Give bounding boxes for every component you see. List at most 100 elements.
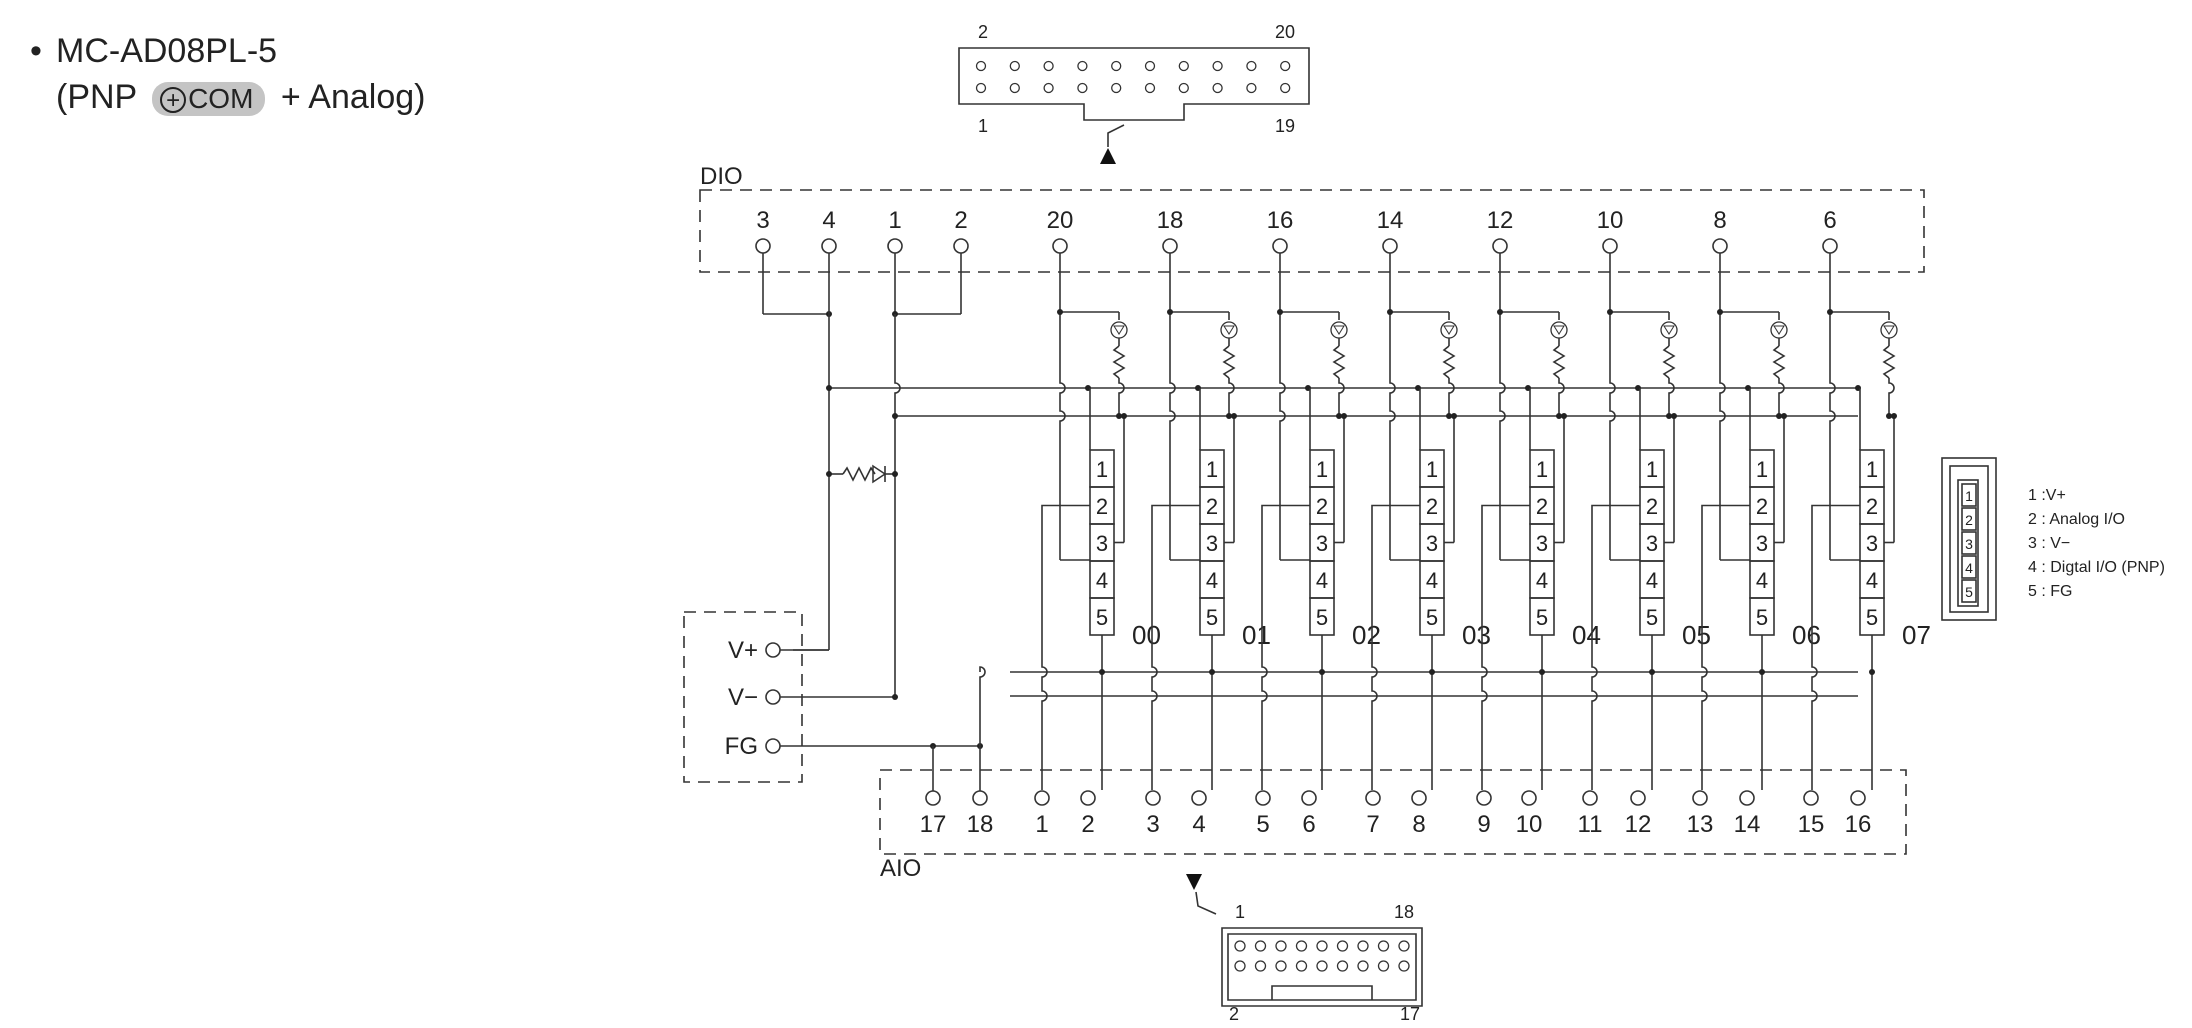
module-pin-number: 4 <box>1646 568 1658 593</box>
junction-dot <box>1827 309 1833 315</box>
legend-pin-number: 3 <box>1965 536 1973 552</box>
dio-top-terminal <box>1712 238 1728 254</box>
connector-pin-hole <box>1234 960 1246 972</box>
model-name: MC-AD08PL-5 <box>56 32 278 70</box>
wire-with-crossover <box>1778 378 1785 416</box>
module-pin-number: 3 <box>1646 531 1658 556</box>
connector-pin-hole <box>1280 60 1291 72</box>
wire-with-crossover <box>1389 253 1396 560</box>
junction-dot <box>892 471 898 477</box>
module-pin-number: 5 <box>1316 605 1328 630</box>
module-pin-number: 2 <box>1316 494 1328 519</box>
module-pin-number: 2 <box>1866 494 1878 519</box>
analog-wire <box>1811 504 1860 790</box>
legend-item: 3 : V− <box>2028 535 2070 552</box>
connector-pin-hole <box>1111 60 1122 72</box>
dio-pointer-line <box>1107 124 1125 147</box>
junction-dot <box>1497 309 1503 315</box>
channel-label: 07 <box>1902 620 1931 650</box>
dio-top-terminal <box>821 238 837 254</box>
module-pin-number: 1 <box>1536 457 1548 482</box>
title-row-2: (PNP +COM + Analog) <box>30 74 425 120</box>
junction-dot <box>1387 309 1393 315</box>
junction-dot <box>1781 413 1787 419</box>
module-pin-number: 5 <box>1426 605 1438 630</box>
connector-pin-hole <box>1275 960 1287 972</box>
com-badge: +COM <box>152 82 266 117</box>
module-pin-number: 5 <box>1756 605 1768 630</box>
legend-pin-number: 2 <box>1965 512 1973 528</box>
connector-pin-hole <box>1398 960 1410 972</box>
aio-connector-key <box>1271 985 1373 1000</box>
aio-bottom-pin-label: 13 <box>1687 811 1714 838</box>
wire-with-crossover <box>1829 253 1836 560</box>
channel-led-icon <box>1880 321 1898 339</box>
junction-dot <box>1671 413 1677 419</box>
dio-top-terminal <box>1052 238 1068 254</box>
connector-pin-hole <box>1144 60 1156 72</box>
aio-bottom-terminal <box>1411 790 1427 806</box>
aio-bottom-terminal <box>1521 790 1537 806</box>
junction-dot <box>1556 413 1562 419</box>
module-pin-number: 3 <box>1096 531 1108 556</box>
dio-top-pin-label: 8 <box>1713 207 1726 234</box>
module-pin-number: 3 <box>1316 531 1328 556</box>
led-triangle <box>1223 325 1235 335</box>
junction-dot <box>1446 413 1452 419</box>
aio-bottom-pin-label: 10 <box>1516 811 1543 838</box>
junction-dot <box>1277 309 1283 315</box>
aio-bottom-terminal <box>1301 790 1317 806</box>
connector-pin-hole <box>1043 60 1054 72</box>
aio-bottom-terminal <box>1080 790 1096 806</box>
channel-led-icon <box>1220 321 1238 339</box>
connector-pin-hole <box>1178 60 1189 72</box>
junction-dot <box>1666 413 1672 419</box>
wire-with-crossover <box>1118 378 1125 416</box>
module-pin-number: 1 <box>1096 457 1108 482</box>
resistor-zigzag <box>1222 345 1236 379</box>
resistor-zigzag <box>1112 345 1126 379</box>
dio-connector-label-bottom-left: 1 <box>978 116 988 136</box>
aio-bottom-pin-label: 16 <box>1845 811 1872 838</box>
aio-connector-label-top-left: 1 <box>1235 902 1245 922</box>
title-block: •MC-AD08PL-5 (PNP +COM + Analog) <box>30 28 425 120</box>
legend-pin-cell <box>1961 531 1977 555</box>
analog-wire <box>1041 504 1090 790</box>
aio-bottom-terminal <box>1255 790 1271 806</box>
dio-top-terminal <box>887 238 903 254</box>
aio-bottom-terminal <box>1145 790 1161 806</box>
dio-top-pin-label: 6 <box>1823 207 1836 234</box>
junction-dot <box>1561 413 1567 419</box>
junction-dot <box>1121 413 1127 419</box>
legend-pin-number: 1 <box>1965 488 1973 504</box>
dio-connector-outline <box>958 47 1310 121</box>
connector-pin-hole <box>1275 940 1287 952</box>
connector-pin-hole <box>1111 82 1122 94</box>
wire-with-crossover <box>1169 253 1176 560</box>
aio-bottom-pin-label: 9 <box>1477 811 1490 838</box>
junction-dot <box>1429 669 1435 675</box>
connector-pin-hole <box>1077 60 1088 72</box>
module-pin-number: 5 <box>1646 605 1658 630</box>
title-prefix: (PNP <box>56 78 137 116</box>
aio-bottom-pin-label: 6 <box>1302 811 1315 838</box>
legend-pin-cell <box>1961 483 1977 507</box>
wire-with-crossover <box>1668 378 1675 416</box>
wire-with-crossover <box>1558 378 1565 416</box>
connector-pin-hole <box>1234 940 1246 952</box>
module-pin-number: 1 <box>1646 457 1658 482</box>
led-triangle <box>1333 325 1345 335</box>
connector-pin-hole <box>1212 60 1223 72</box>
dio-top-pin-label: 4 <box>822 207 835 234</box>
legend-pin-cell <box>1961 579 1977 603</box>
analog-wire <box>1371 504 1420 790</box>
module-pin-number: 5 <box>1206 605 1218 630</box>
legend-pin-cell <box>1961 507 1977 531</box>
aio-connector-inner <box>1227 933 1417 1001</box>
connector-pin-hole <box>1357 940 1369 952</box>
aio-bottom-terminal <box>925 790 941 806</box>
channel-label: 04 <box>1572 620 1601 650</box>
aio-bottom-terminal <box>972 790 988 806</box>
aio-bottom-terminal <box>1630 790 1646 806</box>
module-pin-number: 1 <box>1866 457 1878 482</box>
